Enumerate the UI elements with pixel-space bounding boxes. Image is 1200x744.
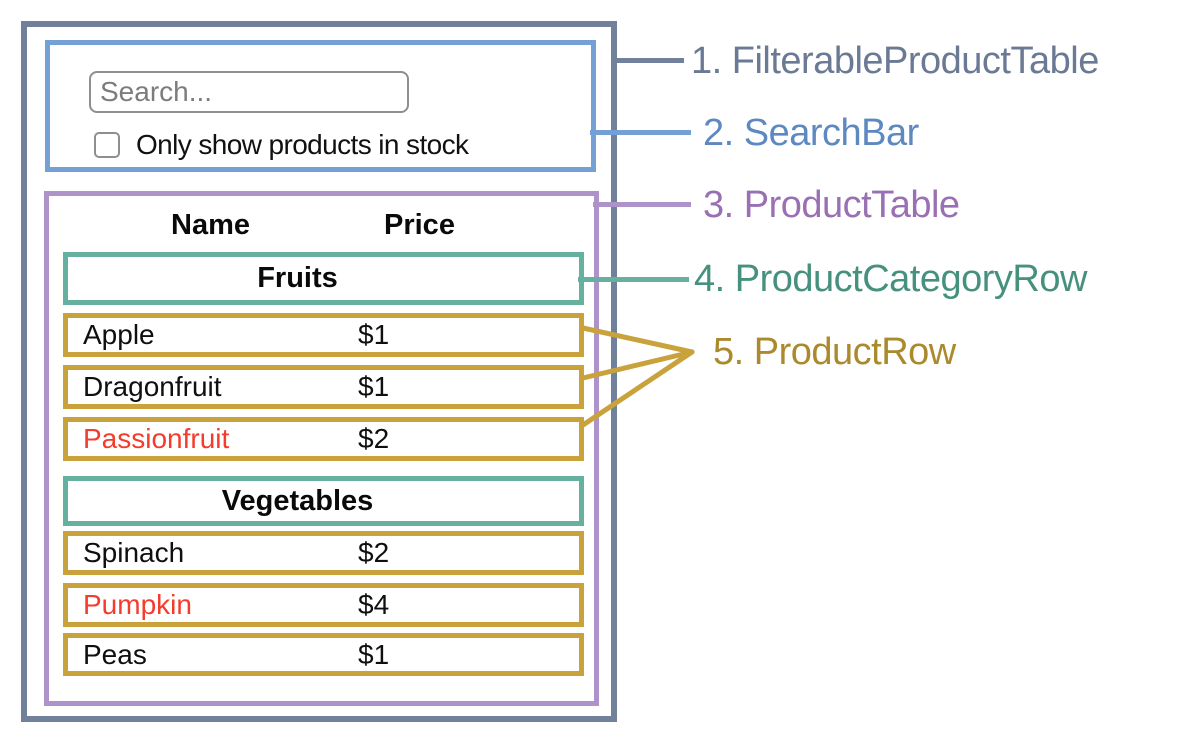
connector-line-product-table — [593, 202, 691, 207]
product-row-apple: Apple $1 — [63, 313, 584, 357]
connector-line-product-category-row — [578, 277, 689, 282]
product-row-connector-arrow — [580, 325, 695, 428]
product-name: Passionfruit — [83, 423, 230, 454]
product-name: Dragonfruit — [83, 371, 222, 402]
category-label: Vegetables — [221, 484, 374, 517]
table-header-row: Name Price — [63, 208, 584, 242]
annotation-product-category-row: 4. ProductCategoryRow — [694, 258, 1087, 300]
product-name: Spinach — [83, 537, 185, 568]
in-stock-checkbox[interactable] — [94, 132, 120, 158]
category-row-fruits: Fruits — [63, 252, 584, 305]
column-header-price: Price — [384, 208, 455, 241]
product-name: Apple — [83, 319, 155, 350]
product-price: $1 — [358, 319, 390, 350]
column-header-name: Name — [171, 208, 250, 241]
product-row-spinach: Spinach $2 — [63, 531, 584, 575]
product-price: $2 — [358, 423, 390, 454]
product-row-pumpkin: Pumpkin $4 — [63, 583, 584, 627]
annotation-product-table: 3. ProductTable — [703, 184, 960, 226]
search-input[interactable] — [89, 71, 409, 113]
connector-line-search-bar — [590, 130, 691, 135]
annotation-search-bar: 2. SearchBar — [703, 112, 919, 154]
product-price: $4 — [358, 589, 390, 620]
category-row-vegetables: Vegetables — [63, 476, 584, 526]
annotation-filterable-product-table: 1. FilterableProductTable — [691, 40, 1099, 82]
in-stock-checkbox-label: Only show products in stock — [136, 129, 469, 160]
filterable-product-table-box: Only show products in stock Name Price F… — [21, 21, 617, 722]
product-table-box: Name Price Fruits Apple $1 Dragonfruit $… — [44, 191, 599, 706]
product-row-dragonfruit: Dragonfruit $1 — [63, 365, 584, 409]
product-row-peas: Peas $1 — [63, 633, 584, 676]
search-bar-box: Only show products in stock — [45, 40, 596, 172]
stock-filter-row: Only show products in stock — [94, 129, 469, 161]
product-row-passionfruit: Passionfruit $2 — [63, 417, 584, 461]
product-name: Pumpkin — [83, 589, 192, 620]
product-price: $2 — [358, 537, 390, 568]
product-price: $1 — [358, 371, 390, 402]
category-label: Fruits — [257, 262, 338, 294]
product-name: Peas — [83, 638, 147, 670]
annotation-product-row: 5. ProductRow — [713, 331, 956, 373]
connector-line-filterable-product-table — [611, 58, 684, 63]
product-price: $1 — [358, 638, 390, 670]
